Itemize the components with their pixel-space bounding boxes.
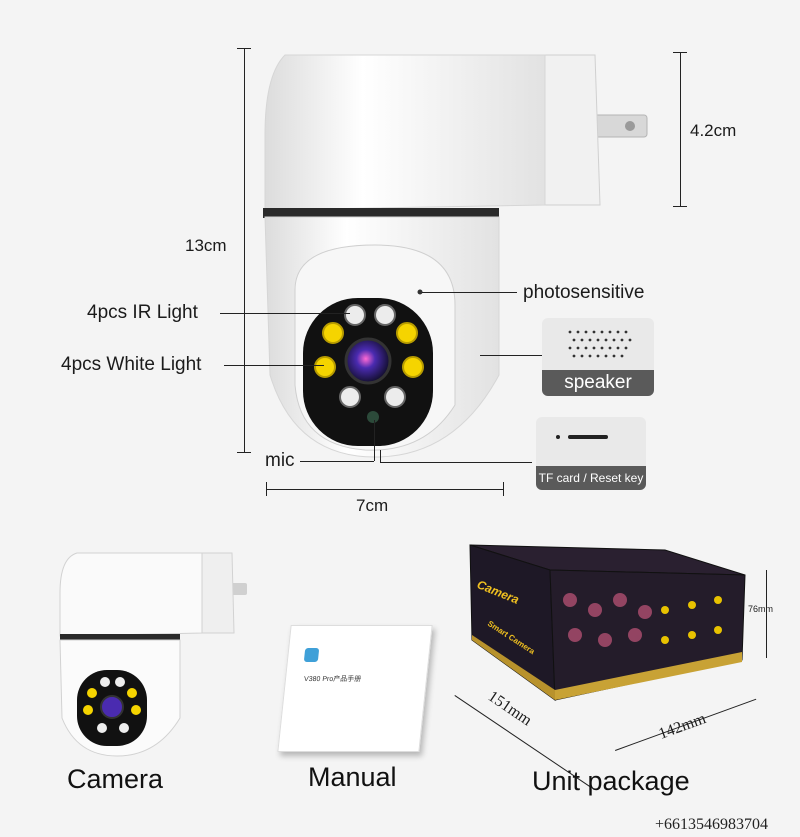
speaker-inset: speaker (542, 318, 654, 396)
unit-package-caption: Unit package (532, 766, 690, 796)
tf-leader-down (380, 450, 381, 462)
plug-height-label: 4.2cm (690, 121, 737, 140)
camera-thumbnail (59, 552, 247, 757)
plug-tick-top (673, 52, 687, 53)
speaker-grille-icon (568, 330, 632, 358)
speaker-leader (480, 355, 542, 356)
mic-leader-up (374, 420, 375, 461)
manual-title: V380 Pro产品手册 (303, 676, 362, 683)
mic-label: mic (265, 450, 295, 471)
height-dimension-line (244, 48, 245, 453)
plug-tick-bottom (673, 206, 687, 207)
manual-booklet: V380 Pro产品手册 (277, 625, 433, 752)
white-light-leader (224, 365, 324, 366)
mic-leader (300, 461, 374, 462)
width-tick-left (266, 482, 267, 496)
height-label: 13cm (185, 236, 227, 255)
contact-phone: +6613546983704 (655, 816, 769, 833)
manual-caption: Manual (308, 762, 397, 792)
camera-caption: Camera (67, 764, 164, 794)
width-dimension-line (266, 489, 504, 490)
manual-logo-icon (303, 648, 320, 662)
ir-light-label: 4pcs IR Light (87, 302, 198, 323)
photosensitive-leader (422, 292, 517, 293)
width-label: 7cm (356, 496, 389, 515)
white-light-label: 4pcs White Light (61, 354, 202, 375)
package-box (469, 544, 746, 702)
speaker-label: speaker (542, 370, 654, 396)
tf-card-label: TF card / Reset key (536, 466, 646, 490)
height-tick-bottom (237, 452, 251, 453)
box-height-line (766, 570, 767, 658)
width-tick-right (503, 482, 504, 496)
tf-card-slot (568, 435, 608, 439)
camera-illustration (263, 54, 648, 458)
reset-hole (556, 435, 560, 439)
tf-card-inset: TF card / Reset key (536, 417, 646, 490)
height-tick-top (237, 48, 251, 49)
plug-dimension-line (680, 52, 681, 207)
photosensitive-label: photosensitive (523, 282, 645, 303)
box-height-label: 76mm (748, 604, 774, 614)
ir-light-leader (220, 313, 350, 314)
tf-leader (380, 462, 532, 463)
